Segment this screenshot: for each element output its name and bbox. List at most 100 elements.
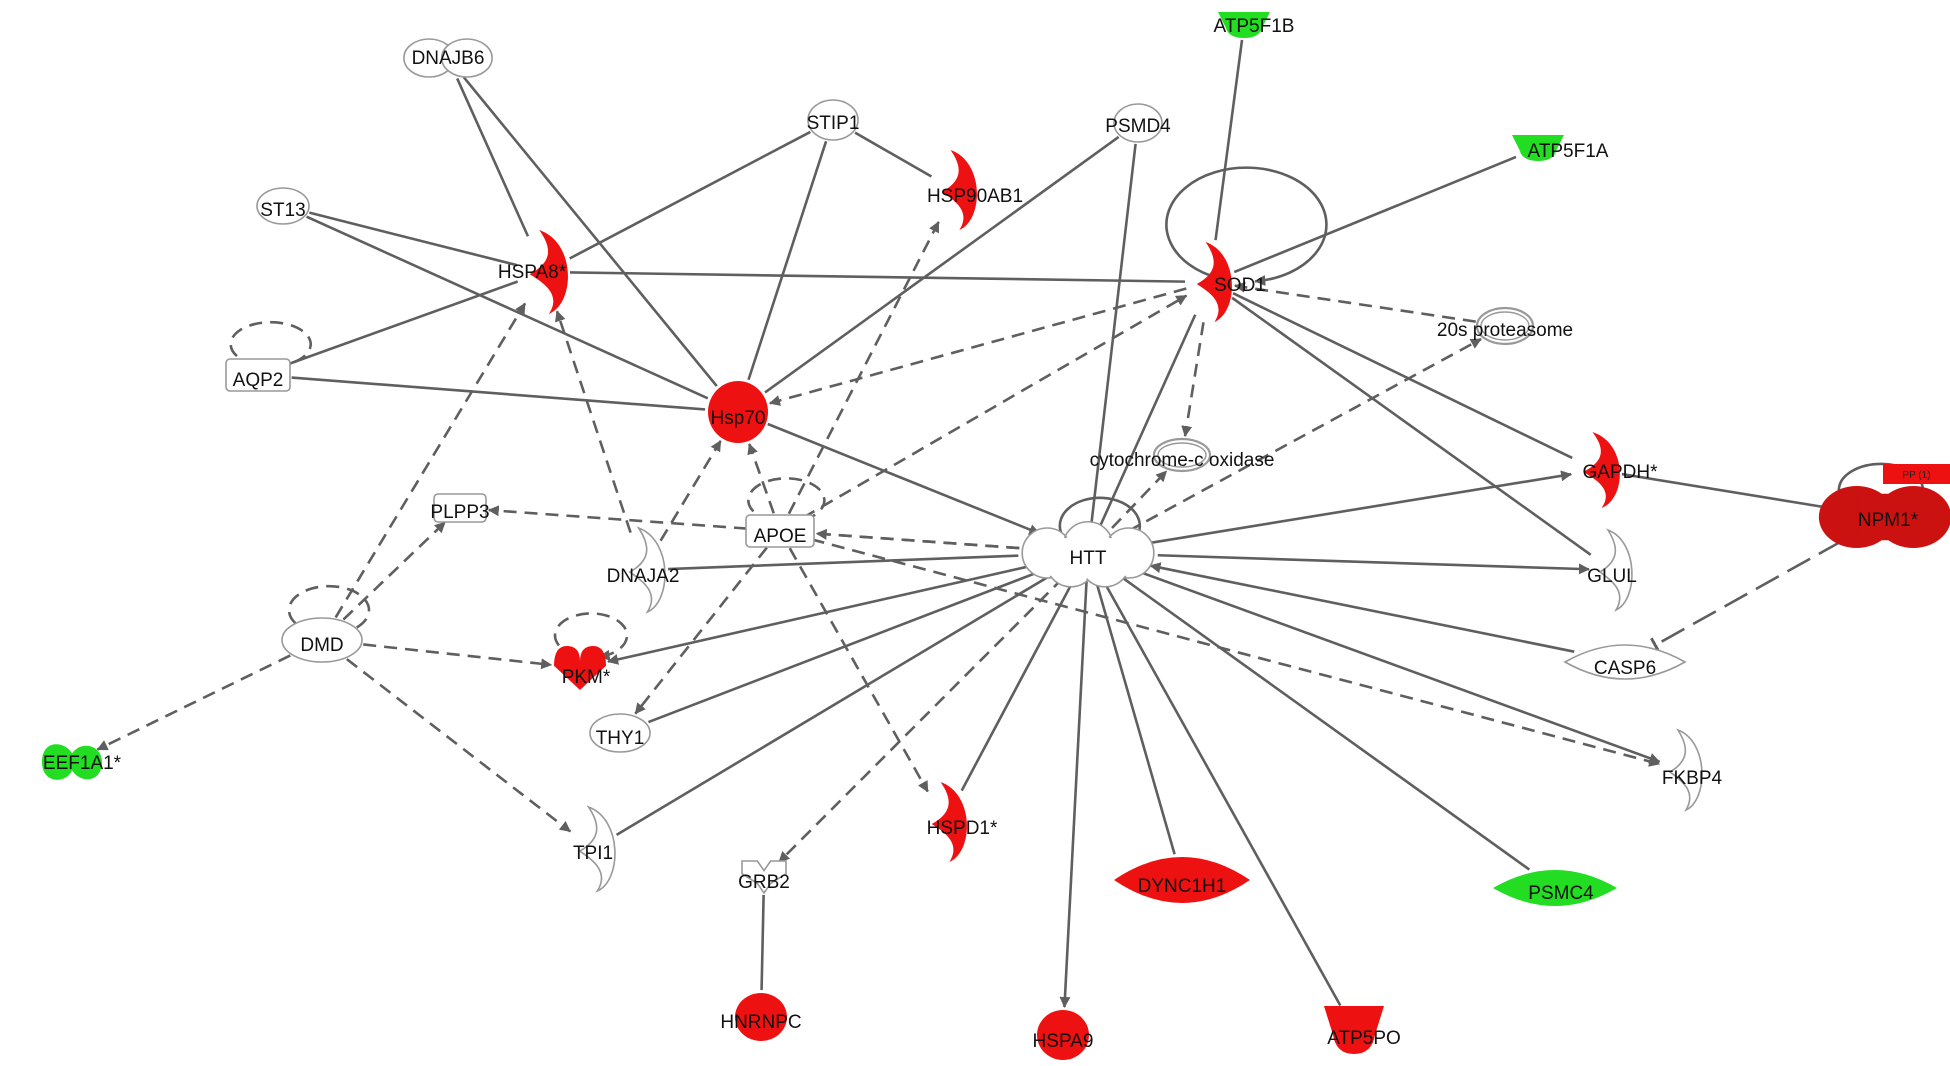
node-label: FKBP4	[1662, 768, 1723, 789]
edge-grb2-hnrnpc	[760, 894, 765, 991]
node-tpi1[interactable]: TPI1	[573, 805, 616, 893]
edge-htt-tpi1	[615, 574, 1052, 837]
edge-sod1-gapdh	[1232, 292, 1573, 460]
node-label: GAPDH*	[1583, 462, 1659, 483]
self-loop-aqp2	[229, 320, 312, 371]
edge-aqp2-hspa8	[285, 280, 519, 367]
edge-dmd-pkm	[363, 643, 553, 670]
node-shape	[1113, 103, 1163, 143]
node-hnrnpc[interactable]: HNRNPC	[720, 993, 802, 1041]
edge-htt-pkm	[607, 565, 1029, 665]
node-thy1[interactable]: THY1	[589, 713, 651, 753]
edge-apoe-hsp90ab1	[787, 221, 940, 515]
self-loop-pkm	[553, 612, 629, 661]
edges-layer	[96, 39, 1843, 1008]
node-dnaja2[interactable]: DNAJA2	[607, 526, 680, 614]
node-shape	[433, 493, 487, 523]
node-label: cytochrome-c oxidase	[1090, 450, 1275, 471]
node-label: STIP1	[807, 113, 860, 134]
node-plpp3[interactable]: PLPP3	[430, 493, 490, 523]
node-casp6[interactable]: CASP6	[1563, 644, 1687, 680]
edge-htt-psmc4	[1119, 575, 1531, 871]
node-gapdh[interactable]: GAPDH*	[1583, 432, 1659, 508]
edge-20s-sod1	[1233, 281, 1476, 323]
edge-htt-glul	[1157, 553, 1590, 575]
node-shape	[529, 230, 568, 314]
node-shape	[1668, 728, 1703, 812]
node-hspa9[interactable]: HSPA9	[1033, 1010, 1094, 1060]
edge-htt-dync1h1	[1094, 579, 1176, 855]
edge-apoe-hspd1	[788, 547, 929, 793]
node-20s[interactable]: 20s proteasome	[1437, 306, 1573, 346]
edge-htt-atp5po	[1101, 578, 1342, 1007]
edge-apoe-hsp70	[747, 443, 775, 514]
node-psmd4[interactable]: PSMD4	[1105, 103, 1171, 143]
node-shape	[42, 744, 102, 780]
node-shape	[1152, 437, 1212, 473]
node-label: PSMC4	[1528, 883, 1594, 904]
node-glul[interactable]: GLUL	[1587, 528, 1637, 612]
edge-dmd-tpi1	[346, 658, 572, 833]
node-shape-inner-ring	[1480, 311, 1530, 341]
edge-htt-gapdh	[1151, 470, 1573, 544]
node-shape	[807, 99, 859, 141]
edge-npm1-casp6	[1650, 540, 1843, 653]
edge-htt-dnaja2	[667, 554, 1019, 571]
node-label: DNAJA2	[607, 566, 680, 587]
node-grb2[interactable]: GRB2	[738, 860, 790, 895]
node-aqp2[interactable]: AQP2	[225, 358, 291, 392]
node-st13[interactable]: ST13	[256, 187, 310, 225]
node-atp5f1b[interactable]: ATP5F1B	[1214, 12, 1295, 38]
node-shape	[1114, 857, 1250, 903]
node-label: PKM*	[562, 667, 611, 688]
node-shape	[1196, 242, 1232, 322]
node-dmd[interactable]: DMD	[281, 617, 363, 663]
node-stip1[interactable]: STIP1	[807, 99, 860, 141]
node-hspa8[interactable]: HSPA8*	[498, 230, 568, 314]
edge-dmd-eef1a1	[96, 654, 291, 751]
node-shape	[741, 860, 787, 895]
node-dnajb6[interactable]: DNAJB6	[403, 38, 493, 78]
edge-htt-20s	[1127, 337, 1482, 533]
node-npm1[interactable]: NPM1*	[1818, 486, 1950, 548]
node-pkm[interactable]: PKM*	[554, 646, 611, 690]
node-atp5po[interactable]: ATP5PO	[1324, 1006, 1401, 1054]
node-label: ATP5PO	[1327, 1028, 1401, 1049]
node-psmc4[interactable]: PSMC4	[1493, 870, 1617, 906]
node-dync1h1[interactable]: DYNC1H1	[1114, 857, 1250, 903]
node-shape	[1598, 528, 1633, 612]
node-label: HSPD1*	[927, 818, 998, 839]
node-hsp90ab1[interactable]: HSP90AB1	[927, 150, 1023, 230]
node-htt[interactable]: HTT	[1021, 520, 1155, 588]
node-cox[interactable]: cytochrome-c oxidase	[1090, 437, 1275, 473]
node-label: EEF1A1*	[43, 753, 122, 774]
edge-st13-hsp70	[306, 215, 709, 400]
node-apoe[interactable]: APOE	[745, 514, 815, 548]
edge-dmd-plpp3	[342, 521, 446, 621]
node-hsp70[interactable]: Hsp70	[708, 381, 768, 443]
edge-casp6-htt	[1149, 562, 1575, 653]
node-fkbp4[interactable]: FKBP4	[1662, 728, 1723, 812]
edge-apoe-fkbp4	[811, 538, 1661, 767]
node-hspd1[interactable]: HSPD1*	[927, 782, 998, 862]
node-label: THY1	[596, 728, 645, 749]
node-eef1a1[interactable]: EEF1A1*	[42, 744, 122, 780]
node-shape	[225, 358, 291, 392]
edge-sod1-cox	[1181, 322, 1205, 438]
node-shape	[256, 187, 310, 225]
node-label: DMD	[300, 635, 343, 656]
node-label: ATP5F1A	[1528, 141, 1609, 162]
edge-aqp2-hsp70	[291, 376, 706, 411]
edge-htt-grb2	[778, 576, 1065, 863]
node-label: APOE	[754, 526, 807, 547]
node-sod1[interactable]: SOD1	[1196, 242, 1266, 322]
node-shape-inner-ring	[1157, 442, 1207, 468]
node-label: ATP5F1B	[1214, 16, 1295, 37]
node-label: Hsp70	[711, 408, 766, 429]
edge-htt-plpp3	[487, 505, 1020, 550]
node-atp5f1a[interactable]: ATP5F1A	[1512, 135, 1609, 162]
node-label: DYNC1H1	[1138, 876, 1227, 897]
node-shape	[578, 805, 616, 893]
edge-dnaja2-hsp70	[659, 440, 722, 542]
